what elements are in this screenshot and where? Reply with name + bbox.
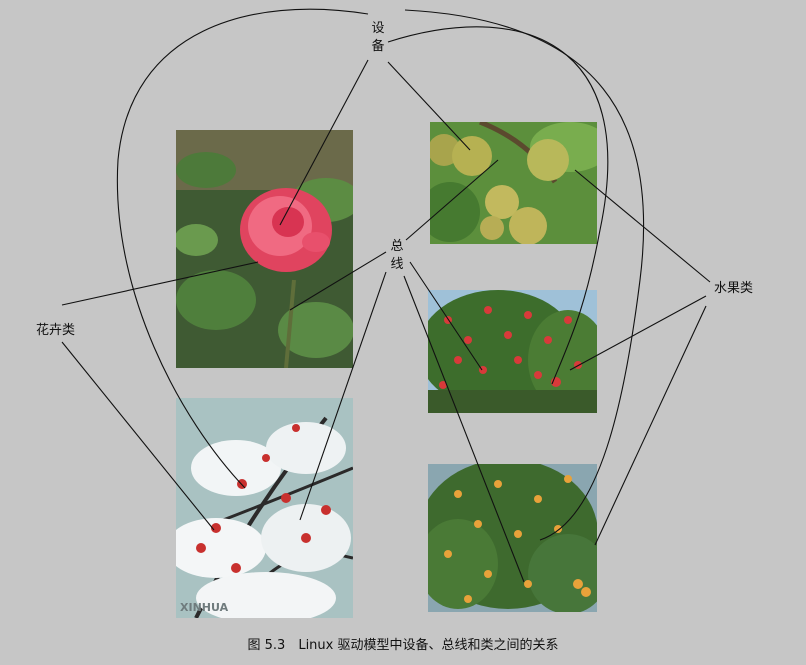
device-to-pear-line (387, 61, 471, 151)
device-to-rose-line (279, 59, 369, 226)
bus-to-apple-line (409, 261, 483, 371)
figure-caption: 图 5.3 Linux 驱动模型中设备、总线和类之间的关系 (247, 638, 559, 653)
bus-to-orange-line (403, 275, 525, 583)
photo-watermark: XINHUA (180, 601, 229, 614)
orange-tree-photo (428, 464, 597, 612)
flowers-to-plum-line (61, 341, 215, 531)
bus-to-rose-line (289, 251, 387, 311)
pear-tree-photo (430, 122, 597, 244)
plum-blossom-snow-photo: XINHUA (176, 398, 353, 618)
apple-tree-photo (428, 290, 597, 413)
device-arc-to-plum (116, 8, 369, 489)
fruits-to-apple-line (569, 295, 707, 371)
fruits-label: 水果类 (714, 281, 754, 296)
bus-to-pear-line (405, 159, 499, 241)
fruits-to-orange-line (594, 305, 707, 546)
flowers-label: 花卉类 (36, 323, 76, 338)
bus-label: 总线 (390, 239, 404, 272)
rose-photo (176, 130, 353, 368)
bus-to-plum-line (299, 271, 387, 521)
device-arc-to-orange (404, 9, 645, 541)
flowers-to-rose-line (61, 261, 259, 306)
fruits-to-pear-line (574, 169, 711, 283)
device-label: 设备 (371, 21, 385, 54)
device-arc-to-apple (387, 26, 609, 385)
